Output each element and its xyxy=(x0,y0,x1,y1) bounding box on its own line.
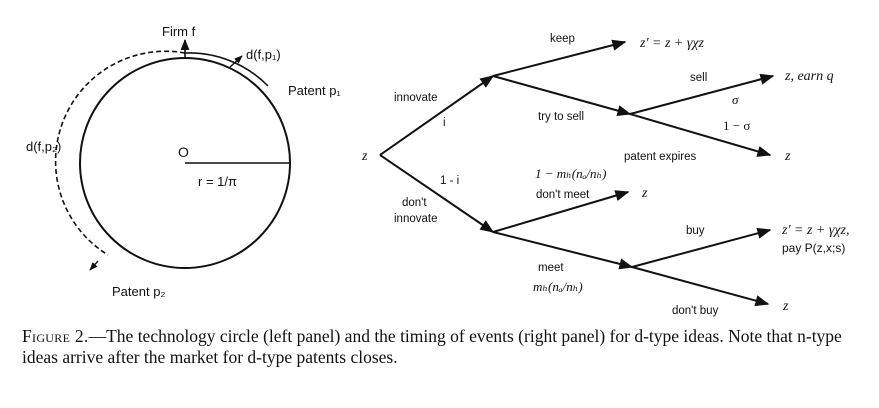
distance-arc-p1 xyxy=(184,52,269,87)
patent-p1-label: Patent p₁ xyxy=(288,83,341,98)
branch-keep xyxy=(492,39,627,77)
dont-buy-label: don't buy xyxy=(672,305,719,317)
dont-innovate-label-2: innovate xyxy=(394,213,437,225)
prob-i-label: i xyxy=(443,117,446,129)
prob-not-i-label: 1 - i xyxy=(440,175,459,187)
branch-dont-innovate xyxy=(379,154,495,233)
firm-label: Firm f xyxy=(162,24,196,39)
branch-buy xyxy=(631,227,772,268)
try-to-sell-label: try to sell xyxy=(538,111,584,123)
center-label: O xyxy=(178,144,189,160)
patent-p2-label: Patent p₂ xyxy=(112,284,165,299)
sigma-label: σ xyxy=(732,92,739,107)
branch-patent-expires xyxy=(629,113,772,157)
sell-label: sell xyxy=(690,72,707,84)
dont-innovate-label-1: don't xyxy=(402,197,427,209)
buy-label: buy xyxy=(686,225,705,237)
buy-outcome-2: pay P(z,x;s) xyxy=(782,241,845,255)
expire-outcome: z xyxy=(784,149,791,164)
dont-meet-label: don't meet xyxy=(536,189,590,201)
buy-outcome-1: z′ = z + γχz, xyxy=(781,223,849,238)
p1-arrow xyxy=(229,55,243,68)
meet-label: meet xyxy=(538,262,564,274)
technology-circle-panel: O r = 1/π Firm f d(f,p₁) Patent p₁ d(f,p… xyxy=(26,24,341,299)
branch-innovate xyxy=(379,75,495,156)
branch-dont-buy xyxy=(631,266,770,307)
patent-expires-label: patent expires xyxy=(624,151,696,163)
innovate-label: innovate xyxy=(394,92,437,104)
one-minus-sigma-label: 1 − σ xyxy=(723,118,750,133)
event-tree-panel xyxy=(379,39,775,307)
dist-p1-label: d(f,p₁) xyxy=(246,47,281,62)
keep-label: keep xyxy=(550,33,575,45)
keep-outcome: z′ = z + γχz xyxy=(639,36,705,51)
distance-arc-p2 xyxy=(54,50,186,256)
dist-p2-label: d(f,p₂) xyxy=(26,139,61,154)
branch-sell xyxy=(629,73,775,115)
sell-outcome: z, earn q xyxy=(784,69,834,84)
branch-dont-meet xyxy=(492,190,630,233)
branch-meet xyxy=(492,231,634,270)
caption-text: —The technology circle (left panel) and … xyxy=(22,326,842,367)
event-tree-labels: z innovate i 1 - i don't innovate keep z… xyxy=(361,33,849,317)
p2-arrow xyxy=(89,260,99,271)
dont-meet-prob-label: 1 − mₕ(nₐ/nₕ) xyxy=(535,166,606,181)
dont-meet-outcome: z xyxy=(641,186,648,201)
dont-buy-outcome: z xyxy=(782,299,789,314)
figure-caption: Figure 2.—The technology circle (left pa… xyxy=(22,326,867,368)
root-z: z xyxy=(361,149,368,164)
radius-label: r = 1/π xyxy=(198,174,237,189)
branch-try-to-sell xyxy=(492,75,632,117)
meet-prob-label: mₕ(nₐ/nₕ) xyxy=(533,279,583,294)
caption-label: Figure 2. xyxy=(22,326,89,346)
